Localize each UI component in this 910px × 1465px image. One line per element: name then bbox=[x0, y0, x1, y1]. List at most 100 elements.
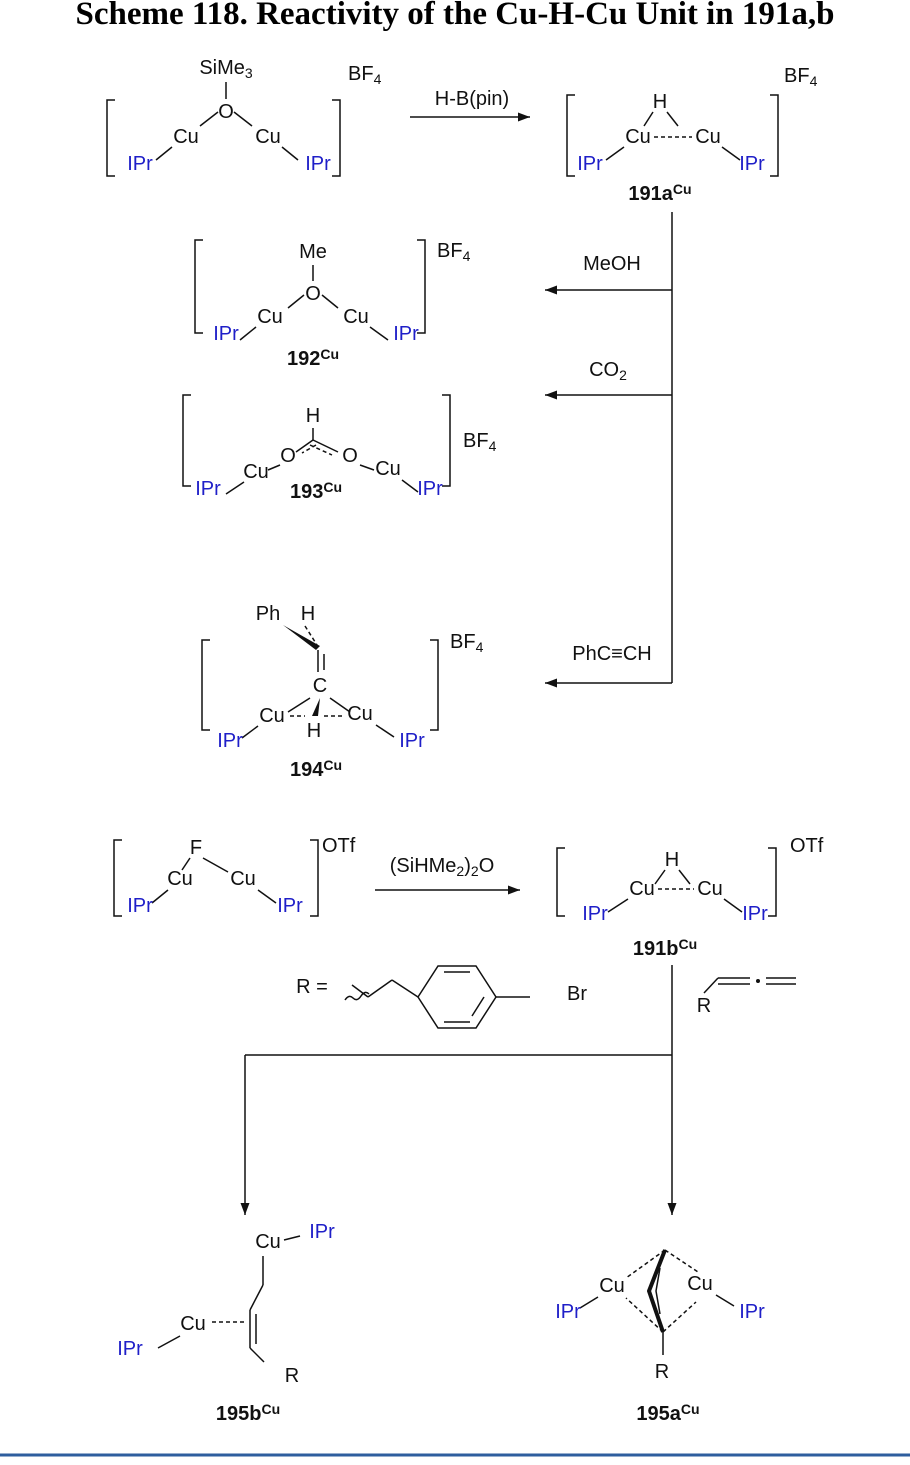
oxygen-atom: O bbox=[218, 101, 234, 123]
r-group: R bbox=[285, 1365, 299, 1387]
bf4-counterion: BF4 bbox=[463, 430, 497, 454]
ipr-ligand: IPr bbox=[577, 153, 603, 175]
ipr-ligand: IPr bbox=[739, 153, 765, 175]
r-definition: R = bbox=[296, 976, 328, 998]
compound-label-c194: 194 bbox=[290, 759, 324, 781]
reagent-hbpin: H-B(pin) bbox=[435, 88, 509, 110]
copper-atom: Cu bbox=[255, 126, 281, 148]
arrowhead-icon bbox=[240, 1203, 250, 1215]
copper-atom: Cu bbox=[599, 1275, 625, 1297]
bridging-hydrogen: H bbox=[307, 720, 321, 742]
copper-atom: Cu bbox=[180, 1313, 206, 1335]
reagent-hbpin: H-B(pin) bbox=[435, 88, 509, 110]
copper-atom: Cu bbox=[255, 126, 281, 148]
compound-label-c191b-sup: Cu bbox=[678, 936, 697, 952]
bf4-counterion: BF4 bbox=[450, 631, 484, 655]
copper-atom: Cu bbox=[167, 868, 193, 890]
bf4-counterion: BF bbox=[450, 631, 476, 653]
compound-label-c195a: 195a bbox=[636, 1403, 681, 1425]
formate-hydrogen: H bbox=[306, 405, 320, 427]
bond bbox=[625, 1249, 666, 1279]
ipr-ligand: IPr bbox=[577, 153, 603, 175]
ipr-ligand: IPr bbox=[582, 903, 608, 925]
ipr-ligand: IPr bbox=[195, 478, 221, 500]
left-bracket bbox=[556, 847, 565, 917]
right-bracket bbox=[332, 99, 341, 177]
bf4-counterion-sub: 4 bbox=[489, 438, 497, 454]
copper-atom: Cu bbox=[695, 126, 721, 148]
bond bbox=[249, 1284, 264, 1311]
bf4-counterion: BF bbox=[348, 63, 374, 85]
bond bbox=[312, 439, 339, 453]
copper-atom: Cu bbox=[257, 306, 283, 328]
ipr-ligand: IPr bbox=[217, 730, 243, 752]
ipr-ligand: IPr bbox=[742, 903, 768, 925]
bonds bbox=[106, 82, 796, 1363]
fluorine-atom: F bbox=[190, 837, 202, 859]
copper-atom: Cu bbox=[375, 458, 401, 480]
bond bbox=[225, 481, 245, 495]
right-bracket bbox=[442, 394, 451, 487]
right-bracket bbox=[310, 839, 319, 917]
bond bbox=[605, 146, 625, 161]
arrowhead-icon bbox=[545, 390, 557, 400]
wedge-bond bbox=[312, 698, 320, 716]
bf4-counterion: BF bbox=[463, 430, 489, 452]
bf4-counterion-sub: 4 bbox=[810, 73, 818, 89]
copper-atom: Cu bbox=[255, 1231, 281, 1253]
ipr-ligand: IPr bbox=[555, 1301, 581, 1323]
compound-label-c191b: 191b bbox=[633, 938, 679, 960]
copper-atom: Cu bbox=[259, 705, 285, 727]
hydride-atom: H bbox=[653, 91, 667, 113]
ipr-ligand: IPr bbox=[393, 323, 419, 345]
bond bbox=[643, 111, 654, 127]
bond bbox=[625, 1297, 664, 1333]
bond bbox=[471, 996, 485, 1017]
bond bbox=[287, 697, 311, 713]
allyl-delocalization bbox=[655, 1267, 661, 1315]
ipr-ligand: IPr bbox=[417, 478, 443, 500]
left-bracket bbox=[201, 639, 210, 731]
copper-atom: Cu bbox=[687, 1273, 713, 1295]
bond bbox=[151, 889, 169, 904]
compound-label-c191a: 191a bbox=[628, 183, 673, 205]
ipr-ligand: IPr bbox=[213, 323, 239, 345]
bond bbox=[607, 898, 629, 913]
reagent-phenylacetylene: PhC≡CH bbox=[572, 643, 651, 665]
reagent-siloxane: ) bbox=[464, 855, 471, 877]
bond bbox=[304, 625, 318, 646]
bond bbox=[157, 1335, 181, 1349]
bond bbox=[723, 898, 743, 913]
ipr-ligand: IPr bbox=[742, 903, 768, 925]
wedge-bond bbox=[283, 625, 320, 650]
copper-atom: Cu bbox=[167, 868, 193, 890]
reagent-siloxane: (SiHMe bbox=[390, 855, 457, 877]
bond bbox=[295, 439, 314, 453]
copper-atom: Cu bbox=[255, 1231, 281, 1253]
r-group: R bbox=[655, 1361, 669, 1383]
left-bracket bbox=[113, 839, 122, 917]
benzene-ring bbox=[417, 965, 497, 1029]
copper-atom: Cu bbox=[173, 126, 199, 148]
copper-atom: Cu bbox=[257, 306, 283, 328]
ipr-ligand: IPr bbox=[739, 1301, 765, 1323]
arrowhead-icon bbox=[508, 885, 520, 895]
methyl-group: Me bbox=[299, 241, 327, 263]
copper-atom: Cu bbox=[243, 461, 269, 483]
bromine-atom: Br bbox=[567, 983, 587, 1005]
oxygen-atom: O bbox=[305, 283, 321, 305]
copper-atom: Cu bbox=[347, 703, 373, 725]
sime3-group: SiMe3 bbox=[199, 57, 253, 81]
bond bbox=[329, 697, 351, 713]
compound-label-c194-sup: Cu bbox=[323, 757, 342, 773]
allene-center-dot bbox=[756, 979, 760, 983]
left-bracket bbox=[182, 394, 191, 487]
bond bbox=[181, 857, 191, 871]
ipr-ligand: IPr bbox=[582, 903, 608, 925]
phenyl-group: Ph bbox=[256, 603, 280, 625]
bond bbox=[369, 326, 389, 341]
bond bbox=[309, 444, 333, 456]
reagent-co2: CO bbox=[589, 359, 619, 381]
reagent-siloxane: O bbox=[479, 855, 495, 877]
